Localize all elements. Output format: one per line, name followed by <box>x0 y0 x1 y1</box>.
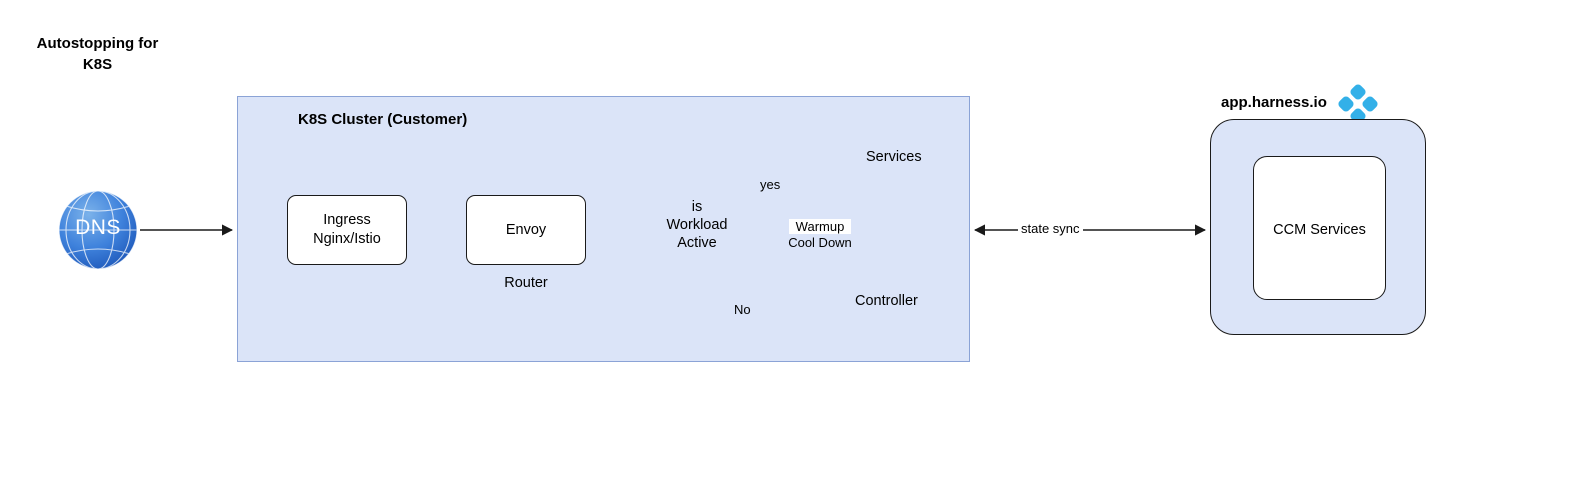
envoy-node[interactable]: Envoy <box>466 195 586 265</box>
harness-title: app.harness.io <box>1221 94 1327 111</box>
ccm-services-label: CCM Services <box>1273 222 1366 238</box>
dns-label: DNS <box>75 216 121 239</box>
services-label: Services <box>866 149 922 165</box>
edge-label-yes: yes <box>760 177 781 192</box>
controller-label: Controller <box>855 293 918 309</box>
kubernetes-cluster-icon-slot <box>249 110 279 140</box>
page-title: Autostopping for K8S <box>36 35 159 73</box>
decision-node-label: is Workload Active <box>666 199 728 251</box>
ingress-node[interactable]: Ingress Nginx/Istio <box>287 195 407 265</box>
edge-label-state-sync: state sync <box>1018 221 1083 236</box>
globe-icon <box>58 190 138 270</box>
ccm-services-box[interactable] <box>1253 156 1386 300</box>
edge-label-cooldown: Cool Down <box>788 235 852 250</box>
edge-label-no: No <box>732 302 753 317</box>
edge-label-warmup: Warmup <box>789 219 851 234</box>
router-caption: Router <box>504 275 548 291</box>
k8s-cluster-label: K8S Cluster (Customer) <box>298 111 468 128</box>
